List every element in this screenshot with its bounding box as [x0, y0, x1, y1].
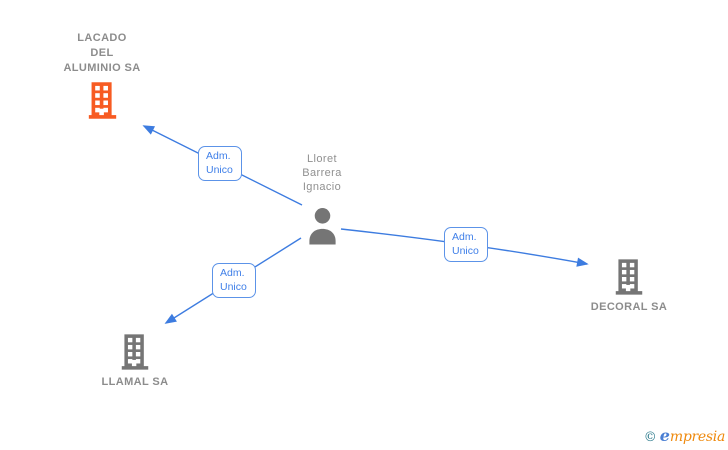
person-node-lloret-barrera-ignacio[interactable]: Lloret Barrera Ignacio	[272, 152, 372, 245]
brand-initial: e	[659, 426, 670, 445]
company-node-decoral-sa[interactable]: DECORAL SA	[579, 259, 679, 315]
company-name: LLAMAL SA	[101, 376, 169, 388]
company-name: DECORAL SA	[590, 301, 668, 313]
building-icon	[121, 334, 149, 370]
relation-label-adm-unico-lacado: Adm. Unico	[198, 146, 242, 181]
person-icon	[308, 208, 336, 245]
empresia-logo[interactable]: ©empresia	[643, 426, 726, 445]
copyright-symbol: ©	[643, 430, 657, 445]
relation-label-adm-unico-decoral: Adm. Unico	[444, 227, 488, 262]
building-icon	[615, 259, 643, 295]
company-node-llamal-sa[interactable]: LLAMAL SA	[85, 334, 185, 390]
relation-label-adm-unico-llamal: Adm. Unico	[212, 263, 256, 298]
brand-rest: mpresia	[669, 429, 725, 445]
building-icon	[88, 82, 116, 119]
person-name: Lloret Barrera Ignacio	[302, 153, 342, 193]
company-name: LACADO DEL ALUMINIO SA	[63, 32, 141, 74]
company-node-lacado-del-aluminio-sa[interactable]: LACADO DEL ALUMINIO SA	[39, 31, 165, 119]
